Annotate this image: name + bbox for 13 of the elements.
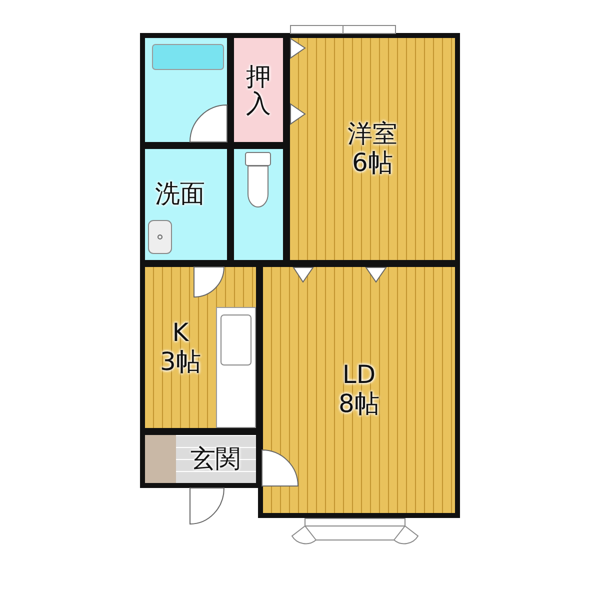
room bbox=[285, 33, 460, 265]
room-label: K bbox=[172, 318, 189, 348]
room-label: 3帖 bbox=[160, 348, 201, 376]
room-label: 6帖 bbox=[352, 149, 393, 178]
room-label: LD bbox=[342, 361, 376, 390]
room bbox=[258, 262, 460, 518]
room bbox=[229, 33, 288, 147]
room-label: 8帖 bbox=[338, 390, 380, 419]
room-label: 洗面 bbox=[155, 180, 205, 209]
room bbox=[140, 430, 261, 488]
room-label: 洋室 bbox=[348, 120, 398, 149]
room-label: 玄関 bbox=[190, 444, 240, 474]
room-label: 押入 bbox=[246, 62, 271, 118]
